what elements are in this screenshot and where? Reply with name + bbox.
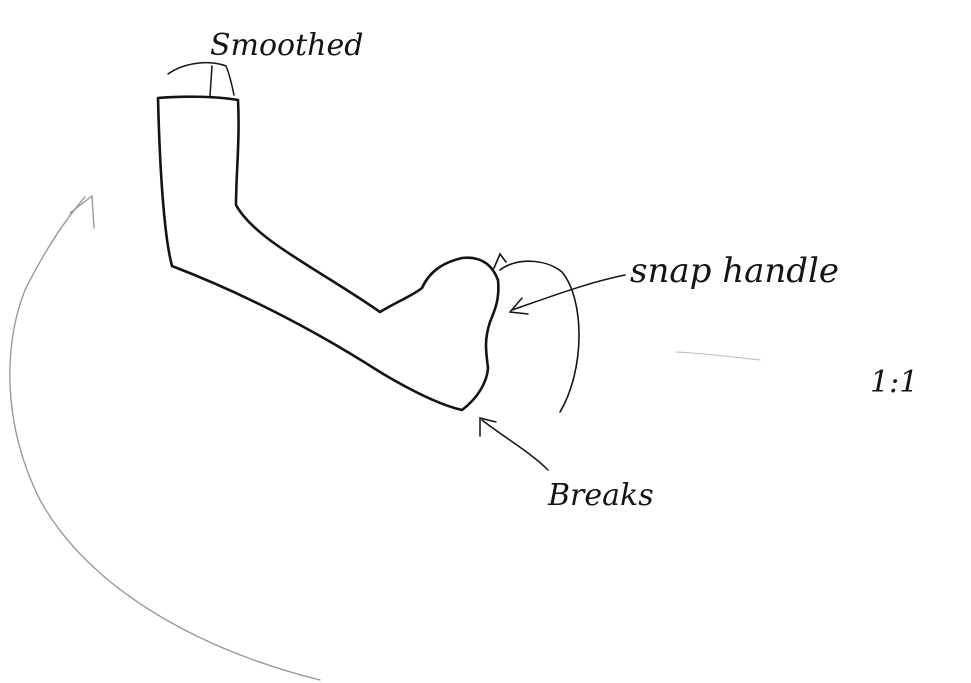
smoothed-callout bbox=[168, 63, 234, 96]
bracket-part bbox=[158, 97, 498, 410]
snap-handle-tab bbox=[494, 254, 506, 268]
bracket-outline bbox=[158, 97, 498, 410]
snap-handle-arrow-line bbox=[512, 275, 625, 310]
rotation-arrow-arc bbox=[10, 197, 320, 680]
smoothed-callout-arc bbox=[168, 63, 234, 95]
snap-handle-region bbox=[494, 254, 579, 412]
breaks-label: Breaks bbox=[547, 478, 654, 513]
smoothed-label: Smoothed bbox=[210, 28, 363, 63]
snap-handle-arc bbox=[500, 261, 579, 412]
stray-mark bbox=[676, 352, 760, 360]
rotation-arrow bbox=[10, 196, 320, 680]
breaks-arrow-line bbox=[482, 420, 548, 470]
snap-handle-label: snap handle bbox=[630, 251, 839, 291]
breaks-arrow bbox=[480, 418, 548, 470]
scale-label: 1:1 bbox=[870, 365, 918, 400]
smoothed-callout-tick bbox=[210, 66, 212, 96]
